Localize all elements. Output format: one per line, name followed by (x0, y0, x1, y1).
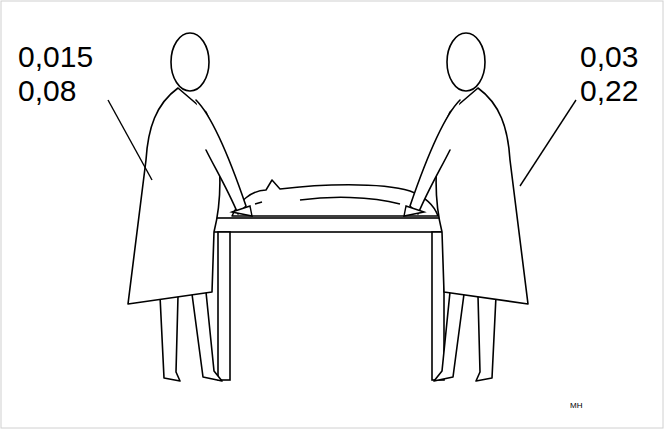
measurement-value: 0,08 (18, 76, 76, 106)
measurement-value: 0,015 (18, 42, 93, 72)
animal (232, 180, 438, 216)
right-person (410, 33, 528, 381)
hand (232, 206, 252, 216)
signature: MH (570, 402, 582, 410)
leader-line (520, 100, 576, 186)
table-leg (218, 232, 230, 380)
measurement-value: 0,03 (580, 42, 638, 72)
leader-line (108, 100, 152, 180)
hand (404, 206, 424, 216)
left-person (128, 33, 246, 381)
measurement-value: 0,22 (580, 76, 638, 106)
